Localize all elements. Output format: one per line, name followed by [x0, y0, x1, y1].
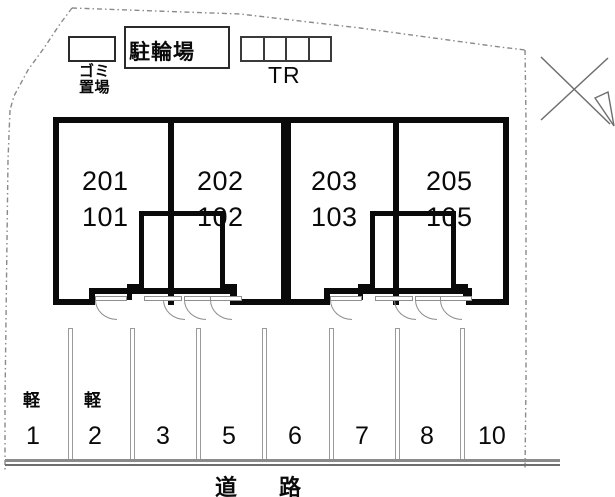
stall-number-2: 2 [88, 422, 102, 450]
road-label: 道 路 [215, 476, 312, 497]
tr-label: TR [268, 62, 301, 88]
stall-number-3: 3 [156, 422, 170, 450]
north-arrow-icon [540, 56, 615, 127]
tr-cell [262, 36, 287, 62]
stall-type-2: 軽 [84, 391, 101, 411]
gomi-label-line1: ゴミ [79, 62, 111, 80]
unit-label-203: 203 [311, 166, 358, 196]
party-wall-202-203-right [286, 117, 291, 305]
door-swing-105 [440, 300, 462, 320]
stair-core-right-step-l [358, 284, 375, 289]
unit-label-205: 205 [426, 166, 473, 196]
stall-divider [68, 328, 73, 460]
recess-facade-left [89, 288, 236, 294]
building-wall-bottom-seg3 [466, 299, 509, 305]
stair-core-right-top [370, 211, 456, 216]
stall-number-10: 10 [478, 422, 506, 450]
door-swing-101 [95, 300, 117, 320]
building-wall-left [53, 117, 59, 305]
bicycle-parking-label: 駐輪場 [129, 40, 195, 64]
stair-core-right-step-r [451, 284, 468, 289]
stair-core-right-stepside-l [358, 284, 363, 300]
tr-cell [285, 36, 310, 62]
stair-core-left-top [139, 211, 225, 216]
gomi-label-line2: 置場 [79, 78, 111, 96]
stall-divider [196, 328, 201, 460]
stall-divider [395, 328, 400, 460]
unit-label-201: 201 [82, 166, 129, 196]
unit-label-105: 105 [426, 202, 473, 232]
door-swing-core-left-a [163, 300, 185, 320]
stall-number-6: 6 [288, 422, 302, 450]
stair-core-left-step-l [127, 284, 144, 289]
bicycle-parking-box [124, 26, 230, 69]
road-edge-line [5, 459, 560, 462]
stair-core-left-stepside-r [232, 284, 237, 300]
stair-core-right-side-r [451, 211, 456, 289]
stall-number-5: 5 [222, 422, 236, 450]
building-wall-bottom-seg2 [230, 299, 330, 305]
stall-divider [460, 328, 465, 460]
stair-core-right-stepside-r [463, 284, 468, 300]
stall-divider [262, 328, 267, 460]
unit-label-102: 102 [197, 202, 244, 232]
door-swing-core-right-a [394, 300, 416, 320]
door-swing-103 [330, 300, 352, 320]
building-wall-bottom-seg1 [53, 299, 95, 305]
gomi-box [68, 36, 116, 62]
stair-core-left-stepside-l [127, 284, 132, 300]
door-swing-core-right-b [415, 300, 437, 320]
tr-cell [240, 36, 265, 62]
recess-return-left-b [324, 288, 330, 305]
recess-return-left-a [89, 288, 95, 305]
stall-type-1: 軽 [23, 391, 40, 411]
stall-divider [329, 328, 334, 460]
stall-divider [130, 328, 135, 460]
stair-core-left-side-r [220, 211, 225, 289]
unit-label-103: 103 [311, 202, 358, 232]
stair-core-left-side-l [139, 211, 144, 289]
door-swing-core-left-b [184, 300, 206, 320]
stall-number-7: 7 [355, 422, 369, 450]
unit-label-101: 101 [82, 202, 129, 232]
stall-number-1: 1 [26, 422, 40, 450]
tr-cell [307, 36, 332, 62]
stall-number-8: 8 [420, 422, 434, 450]
tr-cell-group [240, 36, 332, 62]
door-swing-102 [210, 300, 232, 320]
road-edge-line-2 [5, 464, 560, 466]
unit-label-202: 202 [197, 166, 244, 196]
stair-core-right-side-l [370, 211, 375, 289]
party-wall-202-203-left [281, 117, 286, 305]
building-wall-right [503, 117, 509, 305]
stair-core-left-step-r [220, 284, 237, 289]
